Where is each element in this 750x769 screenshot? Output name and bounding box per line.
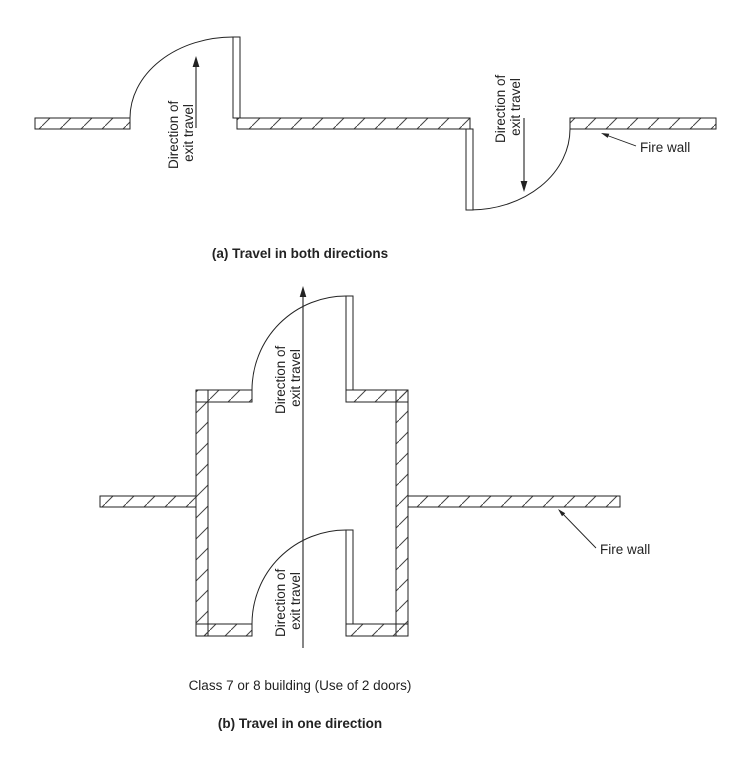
vestibule-wall-top-right <box>345 389 409 403</box>
leader-arrowhead-b <box>558 509 566 517</box>
direction-label-line2: exit travel <box>288 572 303 630</box>
diagram-a: Direction of exit travel Direction of ex… <box>34 36 717 261</box>
direction-label-line2: exit travel <box>181 104 196 162</box>
vestibule-wall-bottom-left <box>195 623 253 637</box>
direction-label-line1: Direction of <box>273 568 288 637</box>
fire-wall-label-b: Fire wall <box>600 542 650 557</box>
door-swing-arc-bottom <box>251 529 347 625</box>
arrow-up-icon <box>192 56 200 67</box>
wall-segment-right-a <box>569 117 717 130</box>
diagram-b: Direction of exit travel Direction of ex… <box>99 286 650 731</box>
door-swing-arc-1 <box>129 36 234 119</box>
leader-line-b <box>561 512 597 549</box>
arrow-down-icon <box>520 181 528 192</box>
direction-label-right: Direction of exit travel <box>493 71 523 143</box>
leader-arrowhead-a <box>601 133 610 138</box>
door-swing-arc-top <box>251 295 347 391</box>
direction-label-line2: exit travel <box>508 78 523 136</box>
direction-label-line1: Direction of <box>493 74 508 143</box>
door-leaf-2 <box>465 128 474 211</box>
direction-label-line1: Direction of <box>273 345 288 414</box>
arrow-up-icon <box>299 286 307 297</box>
wall-segment-left-a <box>34 117 131 130</box>
direction-label-upper: Direction of exit travel <box>273 342 303 414</box>
direction-label-line2: exit travel <box>288 349 303 407</box>
direction-label-lower: Direction of exit travel <box>273 565 303 637</box>
fire-wall-label-a: Fire wall <box>640 140 690 155</box>
wall-segment-middle-a <box>236 117 471 130</box>
door-leaf-top <box>345 295 354 391</box>
leader-line-a <box>605 134 637 147</box>
vestibule-wall-bottom-right <box>345 623 409 637</box>
vestibule-wall-left <box>195 389 209 637</box>
building-note: Class 7 or 8 building (Use of 2 doors) <box>189 678 412 693</box>
direction-label-line1: Direction of <box>166 100 181 169</box>
direction-label-left: Direction of exit travel <box>166 97 196 169</box>
vestibule-wall-right <box>395 389 409 637</box>
door-leaf-1 <box>232 36 241 119</box>
fire-wall-left-b <box>99 495 197 508</box>
caption-b: (b) Travel in one direction <box>218 716 382 731</box>
vestibule-wall-top-left <box>195 389 253 403</box>
fire-wall-right-b <box>407 495 621 508</box>
door-swing-arc-2 <box>469 128 571 211</box>
door-leaf-bottom <box>345 529 354 625</box>
caption-a: (a) Travel in both directions <box>212 246 388 261</box>
